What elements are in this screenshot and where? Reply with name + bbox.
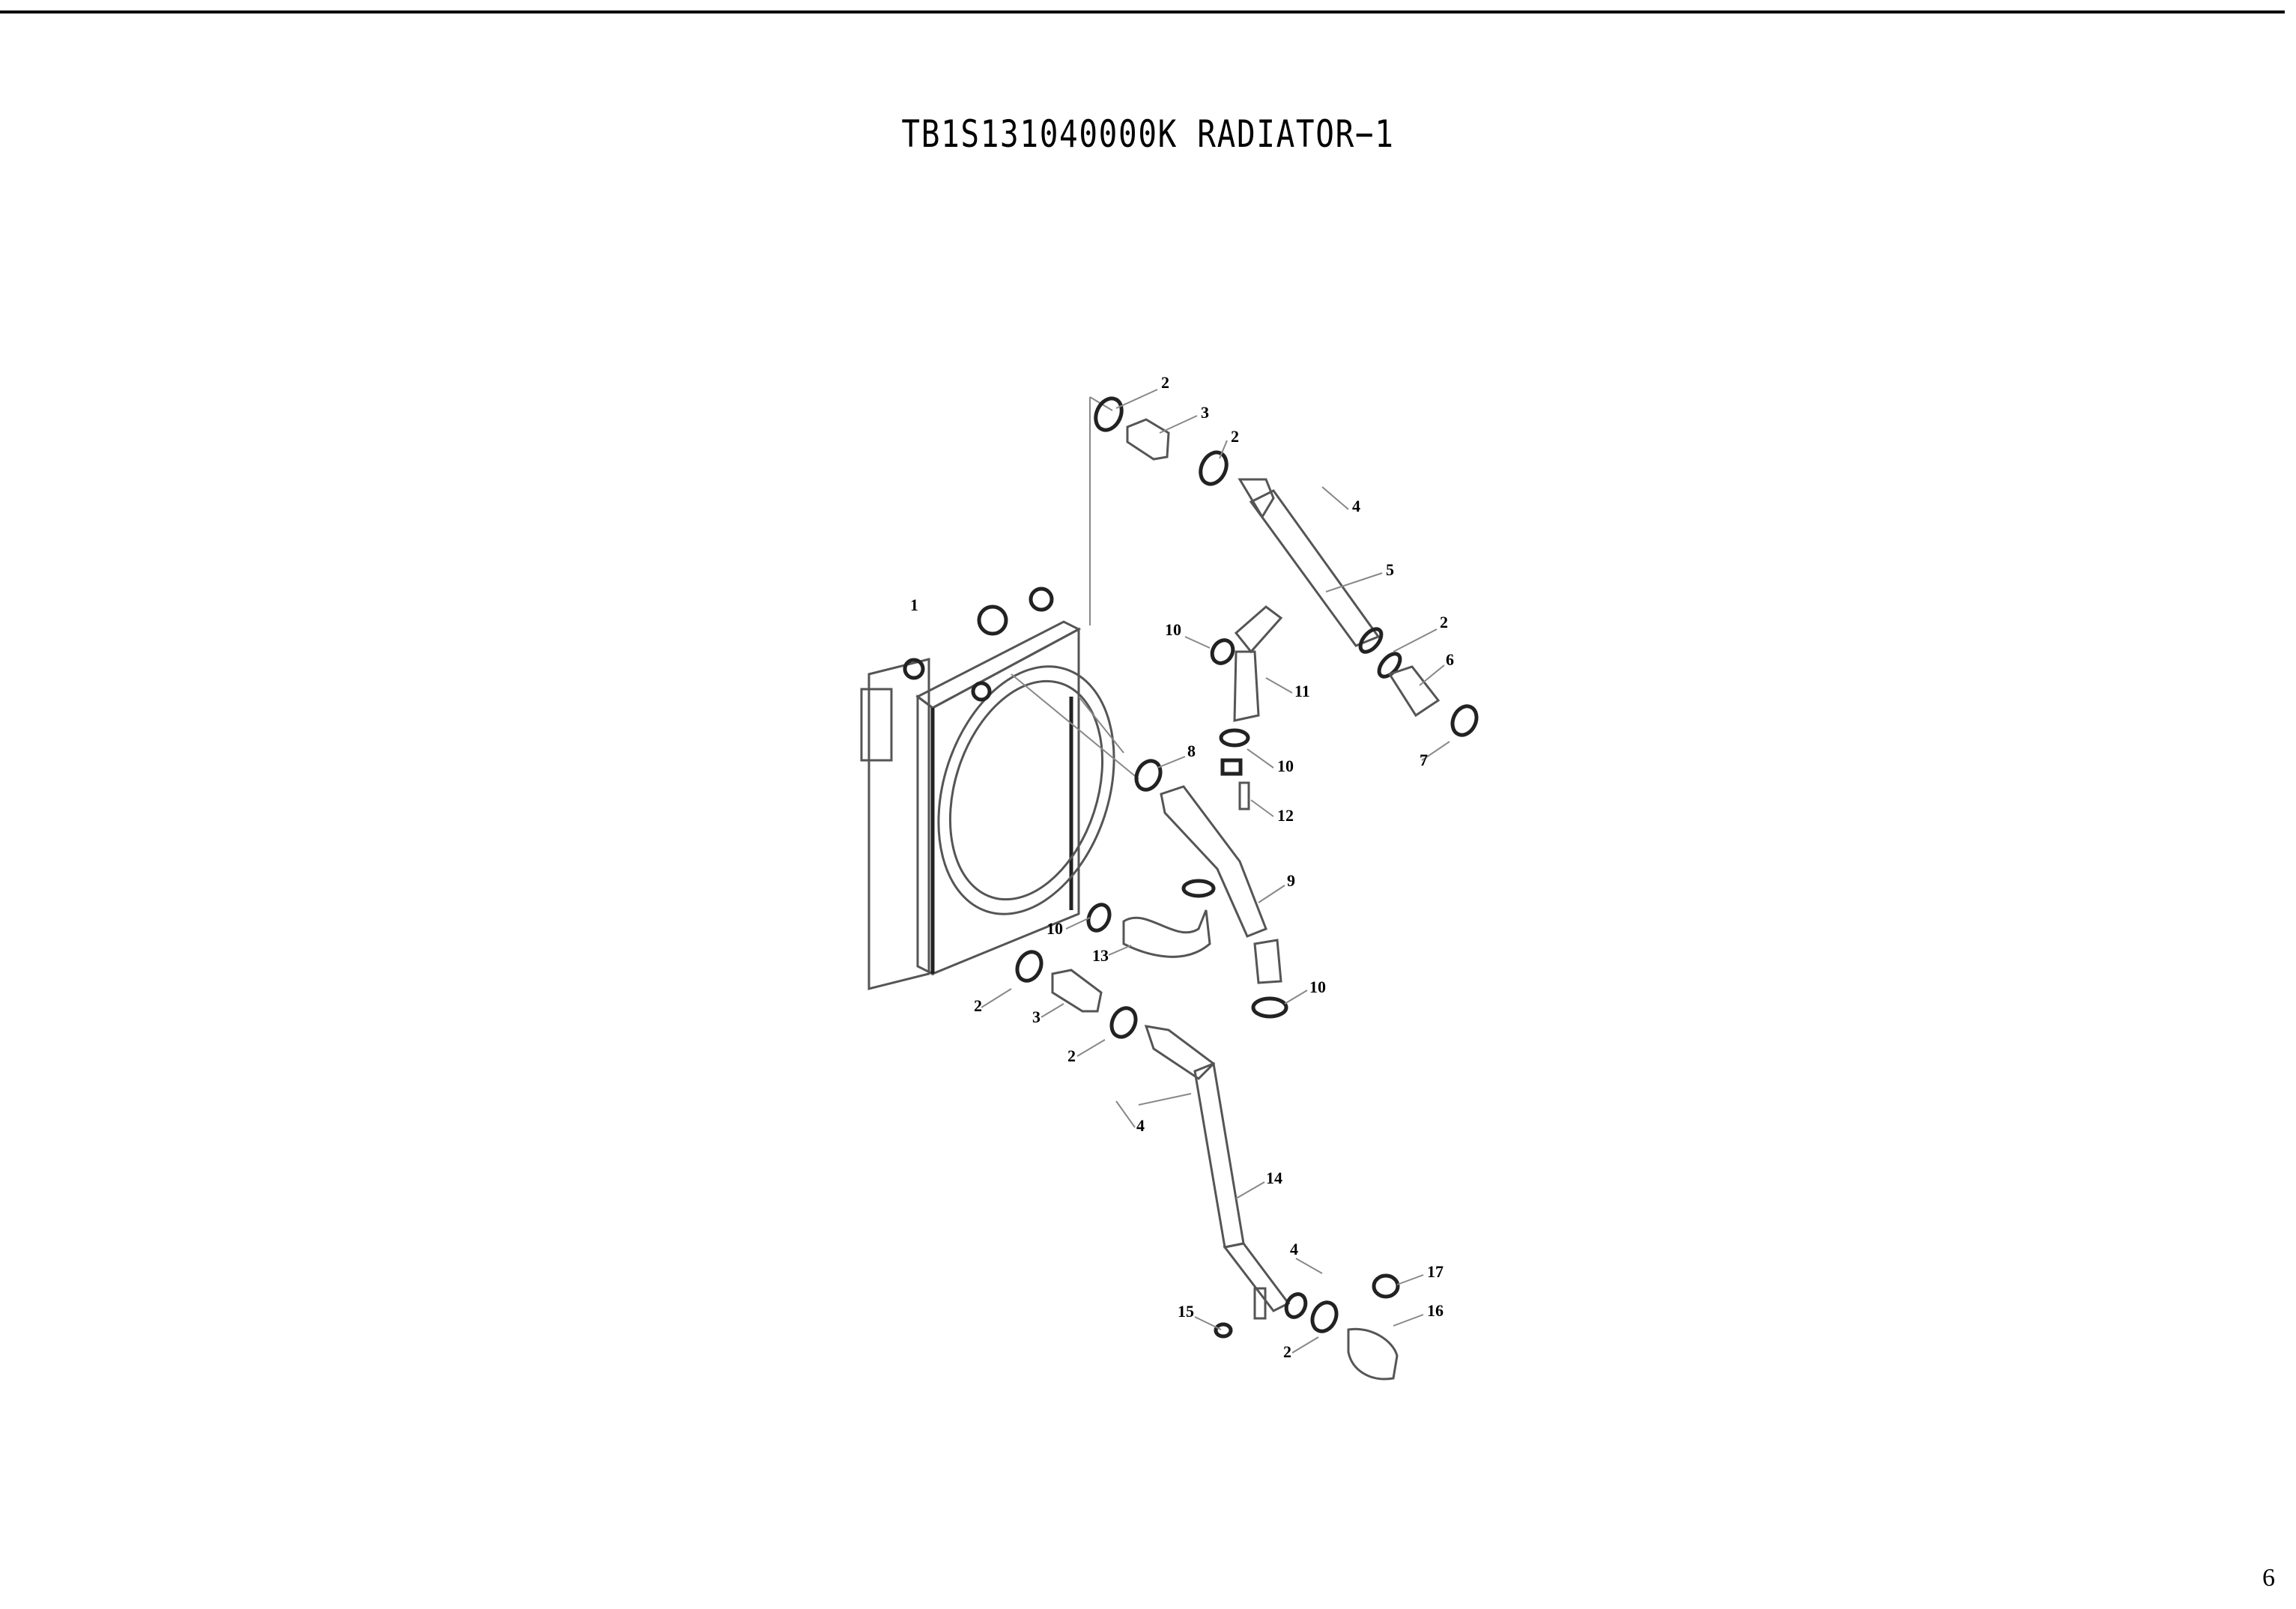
callout-11: 11 — [1294, 682, 1310, 700]
callout-13: 13 — [1092, 946, 1109, 965]
callout-3: 3 — [1032, 1007, 1041, 1026]
callout-labels: 1 2 3 2 4 5 2 6 7 10 11 8 10 12 9 10 13 … — [910, 373, 1454, 1361]
callout-10: 10 — [1046, 919, 1063, 938]
page-title: TB1S131040000K RADIATOR−1 — [901, 112, 1395, 156]
callout-3: 3 — [1201, 403, 1209, 422]
callout-10: 10 — [1277, 757, 1294, 775]
callout-10: 10 — [1309, 978, 1326, 996]
callout-2: 2 — [1067, 1046, 1076, 1065]
leader-lines — [981, 389, 1450, 1354]
callout-17: 17 — [1427, 1262, 1444, 1281]
callout-2: 2 — [974, 996, 982, 1015]
page-number: 6 — [2262, 1564, 2275, 1592]
callout-2: 2 — [1231, 427, 1239, 446]
header-divider — [0, 10, 2285, 13]
radiator-assembly — [860, 396, 1139, 990]
lower-hose-assembly — [1015, 950, 1400, 1381]
callout-6: 6 — [1446, 650, 1454, 669]
callout-2: 2 — [1283, 1342, 1291, 1361]
callout-14: 14 — [1266, 1169, 1282, 1187]
callout-9: 9 — [1287, 871, 1295, 890]
callout-4: 4 — [1290, 1240, 1298, 1258]
callout-4: 4 — [1136, 1116, 1145, 1135]
callout-15: 15 — [1178, 1302, 1194, 1321]
callout-2: 2 — [1440, 613, 1448, 631]
callout-10: 10 — [1165, 620, 1181, 639]
upper-hose-assembly — [1094, 396, 1479, 737]
callout-12: 12 — [1277, 806, 1294, 825]
callout-2: 2 — [1161, 373, 1169, 392]
callout-5: 5 — [1386, 560, 1394, 579]
callout-7: 7 — [1420, 751, 1428, 769]
callout-1: 1 — [910, 596, 918, 614]
callout-4: 4 — [1352, 497, 1360, 515]
middle-hose-assembly — [1086, 605, 1288, 1019]
callout-8: 8 — [1187, 742, 1196, 760]
callout-16: 16 — [1427, 1301, 1444, 1320]
